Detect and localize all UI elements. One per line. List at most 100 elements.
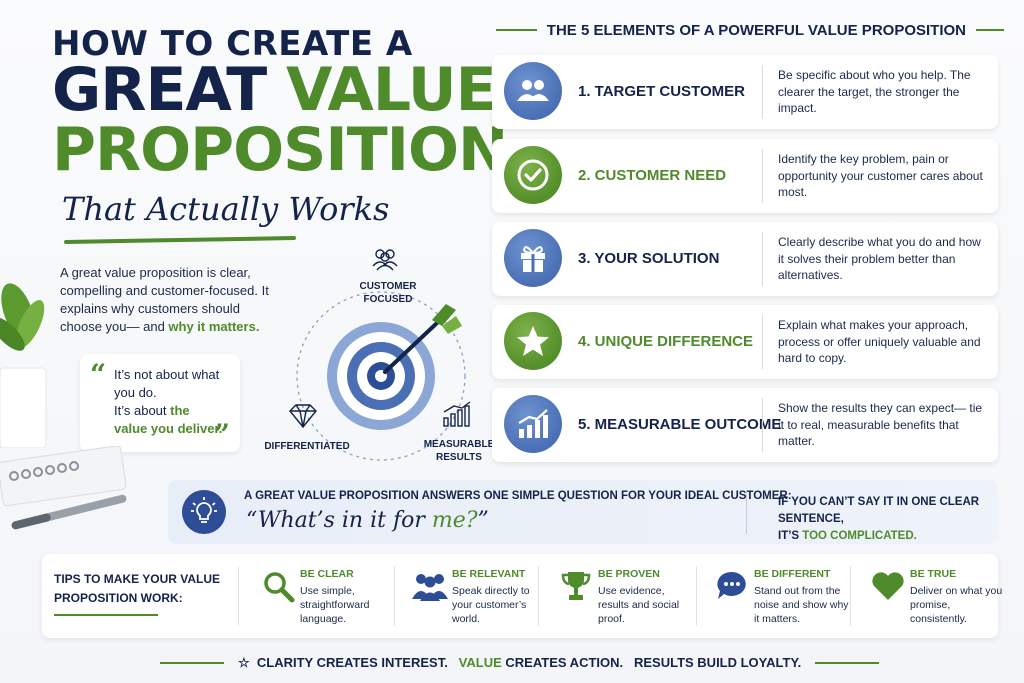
target-diagram: CUSTOMER FOCUSED DIFFERENTIATED MEASURAB…: [260, 240, 500, 470]
title-line-2: GREAT VALUE: [52, 60, 497, 120]
tip-be-different: BE DIFFERENT Stand out from the noise an…: [712, 566, 862, 628]
element-icon-circle: [504, 312, 562, 370]
element-icon-circle: [504, 229, 562, 287]
question-main: “What’s in it for me?”: [246, 508, 489, 533]
quote-text: It’s not about what you do. It’s about th…: [102, 366, 226, 438]
element-title: 2. CUSTOMER NEED: [578, 167, 727, 184]
question-side-note: IF YOU CAN’T SAY IT IN ONE CLEAR SENTENC…: [778, 494, 988, 545]
gift-icon: [521, 246, 545, 272]
tip-be-true: BE TRUE Deliver on what you promise, con…: [868, 566, 1002, 628]
star-icon: [517, 326, 549, 356]
notebook-illustration: [0, 446, 127, 506]
footer-text: ☆ CLARITY CREATES INTEREST. VALUE CREATE…: [238, 655, 801, 671]
intro-highlight: why it matters.: [168, 319, 260, 334]
quote-line-3: you deliver.: [147, 421, 223, 436]
title-value: VALUE: [286, 55, 497, 125]
header-line-left: [496, 29, 537, 31]
question-heading: A GREAT VALUE PROPOSITION ANSWERS ONE SI…: [244, 490, 792, 502]
title-great: GREAT: [52, 55, 287, 125]
question-suffix: ”: [477, 508, 489, 533]
title-line-3: PROPOSITION: [52, 115, 508, 185]
star-icon: ☆: [238, 655, 250, 670]
element-divider: [762, 232, 763, 286]
growth-chart-icon: [518, 409, 548, 438]
tip-description: Speak directly to your customer’s world.: [452, 585, 530, 625]
header-line-right: [976, 29, 1004, 31]
element-icon-circle: [504, 395, 562, 453]
quote-box: “ It’s not about what you do. It’s about …: [80, 354, 240, 452]
title-subtitle: That Actually Works: [62, 190, 390, 228]
label-customer-focused: CUSTOMER FOCUSED: [359, 281, 417, 305]
element-divider: [762, 149, 763, 203]
plant-illustration: [0, 283, 47, 448]
quote-close-mark: ”: [213, 418, 230, 451]
quote-line-1: It’s not about what you do.: [114, 367, 220, 400]
quote-highlight: the value: [114, 403, 190, 436]
element-description: Be specific about who you help. The clea…: [778, 68, 971, 115]
users-icon: [372, 249, 398, 271]
users-icon: [517, 80, 549, 101]
tip-separator: [696, 566, 697, 626]
element-icon-circle: [504, 146, 562, 204]
side-prefix: IT’S: [778, 530, 803, 542]
question-banner: A GREAT VALUE PROPOSITION ANSWERS ONE SI…: [168, 480, 998, 544]
intro-text: A great value proposition is clear, comp…: [60, 265, 269, 334]
tip-description: Stand out from the noise and show why it…: [754, 585, 849, 625]
element-title: 1. TARGET CUSTOMER: [578, 83, 745, 100]
tip-be-proven: BE PROVEN Use evidence, results and soci…: [556, 566, 706, 628]
footer-part-2: CREATES ACTION.: [501, 655, 624, 670]
element-card-measurable-outcome: 5. MEASURABLE OUTCOME Show the results t…: [492, 388, 998, 462]
footer-value: VALUE: [458, 655, 502, 670]
element-title: 5. MEASURABLE OUTCOME: [578, 416, 782, 433]
pen-illustration: [11, 494, 127, 530]
element-description: Explain what makes your approach, proces…: [778, 318, 981, 365]
tips-underline: [54, 614, 158, 616]
tip-separator: [394, 566, 395, 626]
tip-separator: [538, 566, 539, 626]
question-divider: [746, 490, 747, 534]
element-description: Clearly describe what you do and how it …: [778, 235, 981, 282]
footer-tagline: ☆ CLARITY CREATES INTEREST. VALUE CREATE…: [160, 652, 880, 674]
quote-line-2: It’s about: [114, 403, 171, 418]
growth-chart-icon: [443, 401, 471, 427]
label-differentiated: DIFFERENTIATED: [264, 441, 350, 452]
element-card-target-customer: 1. TARGET CUSTOMER Be specific about who…: [492, 55, 998, 129]
target-graphic: [289, 249, 471, 461]
tip-title: BE CLEAR: [300, 568, 354, 580]
footer-line-left: [160, 662, 224, 664]
title-line-1: HOW TO CREATE A: [52, 24, 413, 64]
magnifier-icon: [258, 566, 298, 606]
tip-separator: [238, 566, 239, 626]
tips-heading: TIPS TO MAKE YOUR VALUE PROPOSITION WORK…: [54, 572, 221, 605]
tip-title: BE DIFFERENT: [754, 568, 831, 580]
element-divider: [762, 65, 763, 119]
tips-bar: TIPS TO MAKE YOUR VALUE PROPOSITION WORK…: [42, 554, 1002, 638]
element-title: 4. UNIQUE DIFFERENCE: [578, 333, 754, 350]
footer-line-right: [815, 662, 880, 664]
tip-be-relevant: BE RELEVANT Speak directly to your custo…: [410, 566, 550, 628]
tip-description: Deliver on what you promise, consistentl…: [910, 585, 1003, 625]
trophy-icon: [556, 566, 596, 606]
label-measurable-results: MEASURABLE RESULTS: [423, 439, 495, 463]
element-title: 3. YOUR SOLUTION: [578, 250, 720, 267]
lightbulb-icon: [182, 490, 226, 534]
tip-title: BE PROVEN: [598, 568, 660, 580]
people-icon: [410, 566, 450, 606]
element-card-your-solution: 3. YOUR SOLUTION Clearly describe what y…: [492, 222, 998, 296]
check-circle-icon: [517, 159, 549, 191]
quote-open-mark: “: [90, 358, 107, 391]
tip-separator: [850, 566, 851, 626]
side-highlight: TOO COMPLICATED.: [802, 530, 917, 542]
tip-be-clear: BE CLEAR Use simple, straightforward lan…: [258, 566, 398, 628]
intro-paragraph: A great value proposition is clear, comp…: [60, 264, 270, 336]
element-card-unique-difference: 4. UNIQUE DIFFERENCE Explain what makes …: [492, 305, 998, 379]
chat-bubble-icon: [712, 566, 752, 606]
element-description: Identify the key problem, pain or opport…: [778, 152, 983, 199]
element-description: Show the results they can expect— tie it…: [778, 401, 983, 448]
element-icon-circle: [504, 62, 562, 120]
element-divider: [762, 315, 763, 369]
elements-header: THE 5 ELEMENTS OF A POWERFUL VALUE PROPO…: [496, 18, 1004, 42]
tip-description: Use simple, straightforward language.: [300, 585, 370, 625]
tip-description: Use evidence, results and social proof.: [598, 585, 680, 625]
heart-icon: [868, 566, 908, 606]
